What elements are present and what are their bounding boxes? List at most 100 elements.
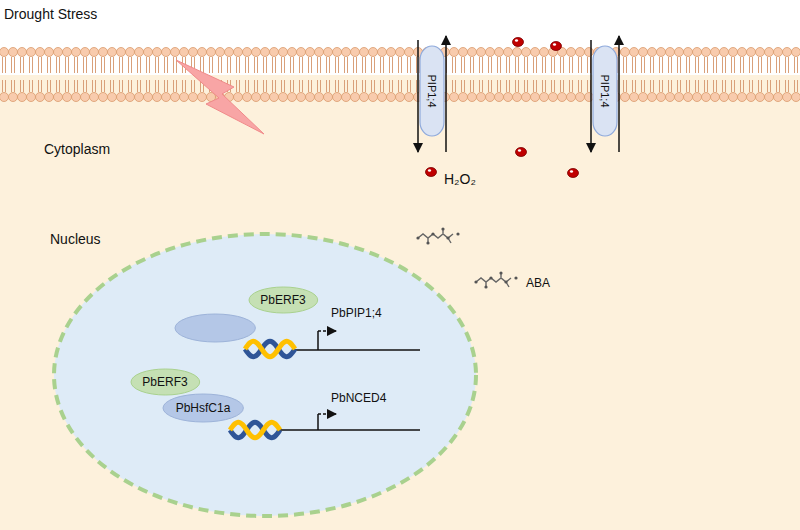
lipid-tail xyxy=(236,57,237,73)
lipid-tail xyxy=(662,57,663,73)
lipid-tail xyxy=(101,80,102,92)
lipid-tail xyxy=(407,57,408,73)
aba-molecule xyxy=(474,271,517,288)
lipid-tail xyxy=(290,57,291,73)
lipid-head xyxy=(531,93,540,102)
lipid-tail xyxy=(623,57,624,73)
lipid-tail xyxy=(380,57,381,73)
lipid-head xyxy=(18,93,27,102)
lipid-tail xyxy=(731,80,732,92)
lipid-tail xyxy=(410,80,411,92)
lipid-head xyxy=(621,93,630,102)
lipid-head xyxy=(189,48,198,57)
lipid-tail xyxy=(236,80,237,92)
lipid-tail xyxy=(158,57,159,73)
lipid-tail xyxy=(707,80,708,92)
lipid-tail xyxy=(47,57,48,73)
lipid-tail xyxy=(689,80,690,92)
lipid-tail xyxy=(113,80,114,92)
lipid-tail xyxy=(671,80,672,92)
transcription-arrow xyxy=(318,330,336,332)
lipid-tail xyxy=(29,80,30,92)
lipid-tail xyxy=(56,57,57,73)
lipid-tail xyxy=(491,57,492,73)
atom xyxy=(474,280,477,283)
lipid-head xyxy=(225,48,234,57)
lipid-head xyxy=(189,93,198,102)
lipid-tail xyxy=(14,80,15,92)
h2o2-molecules xyxy=(426,38,579,178)
lipid-tail xyxy=(299,80,300,92)
lipid-head xyxy=(792,93,800,102)
lipid-tail xyxy=(659,80,660,92)
lipid-head xyxy=(738,93,747,102)
lipid-tail xyxy=(353,80,354,92)
lipid-head xyxy=(693,93,702,102)
lipid-tail xyxy=(272,80,273,92)
lipid-tail xyxy=(218,57,219,73)
lipid-head xyxy=(63,93,72,102)
lipid-tail xyxy=(263,80,264,92)
protein-label: PbERF3 xyxy=(260,293,305,307)
lipid-tail xyxy=(140,57,141,73)
lipid-head xyxy=(153,48,162,57)
lipid-tail xyxy=(482,80,483,92)
lipid-head xyxy=(270,93,279,102)
lipid-head xyxy=(774,93,783,102)
lipid-tail xyxy=(11,57,12,73)
lipid-tail xyxy=(470,57,471,73)
nuclear-envelope xyxy=(54,234,476,516)
arrow-in xyxy=(590,40,592,152)
lipid-tail xyxy=(563,80,564,92)
atom xyxy=(456,232,459,235)
lipid-tail xyxy=(716,80,717,92)
lipid-head xyxy=(252,48,261,57)
lipid-tail xyxy=(176,57,177,73)
lipid-head xyxy=(405,93,414,102)
lipid-tail xyxy=(653,57,654,73)
lipid-tail xyxy=(167,57,168,73)
lipid-tail xyxy=(137,57,138,73)
lipid-tail xyxy=(743,80,744,92)
lipid-tail xyxy=(470,80,471,92)
lipid-tail xyxy=(164,57,165,73)
lipid-tail xyxy=(725,80,726,92)
lipid-tail xyxy=(146,80,147,92)
lipid-head xyxy=(765,93,774,102)
lipid-tail xyxy=(416,57,417,73)
lipid-head xyxy=(261,48,270,57)
region-label: Nucleus xyxy=(50,231,101,247)
lipid-head xyxy=(684,93,693,102)
lipid-tail xyxy=(416,80,417,92)
arrow-in xyxy=(417,40,419,152)
lipid-tail xyxy=(194,80,195,92)
lipid-tail xyxy=(722,57,723,73)
lipid-tail xyxy=(230,57,231,73)
lipid-head xyxy=(0,93,9,102)
protein-label: PbERF3 xyxy=(142,375,187,389)
lipid-tail xyxy=(725,57,726,73)
atom xyxy=(431,232,434,235)
lipid-tail xyxy=(398,57,399,73)
lipid-tail xyxy=(212,57,213,73)
lipid-head xyxy=(9,93,18,102)
lipid-head xyxy=(720,48,729,57)
lipid-tail xyxy=(473,57,474,73)
lipid-tail xyxy=(500,80,501,92)
lipid-head xyxy=(747,48,756,57)
lipid-tail xyxy=(407,80,408,92)
lipid-tail xyxy=(86,80,87,92)
lipid-tail xyxy=(518,57,519,73)
lipid-head xyxy=(720,93,729,102)
lipid-head xyxy=(315,48,324,57)
lipid-head xyxy=(54,93,63,102)
cytoplasm-ground xyxy=(0,75,800,530)
lipid-tail xyxy=(284,80,285,92)
channel-label: PIP1;4 xyxy=(426,74,438,107)
lipid-tail xyxy=(149,80,150,92)
lipid-tail xyxy=(713,80,714,92)
lipid-tail xyxy=(311,57,312,73)
lipid-tail xyxy=(650,80,651,92)
lipid-head xyxy=(360,93,369,102)
